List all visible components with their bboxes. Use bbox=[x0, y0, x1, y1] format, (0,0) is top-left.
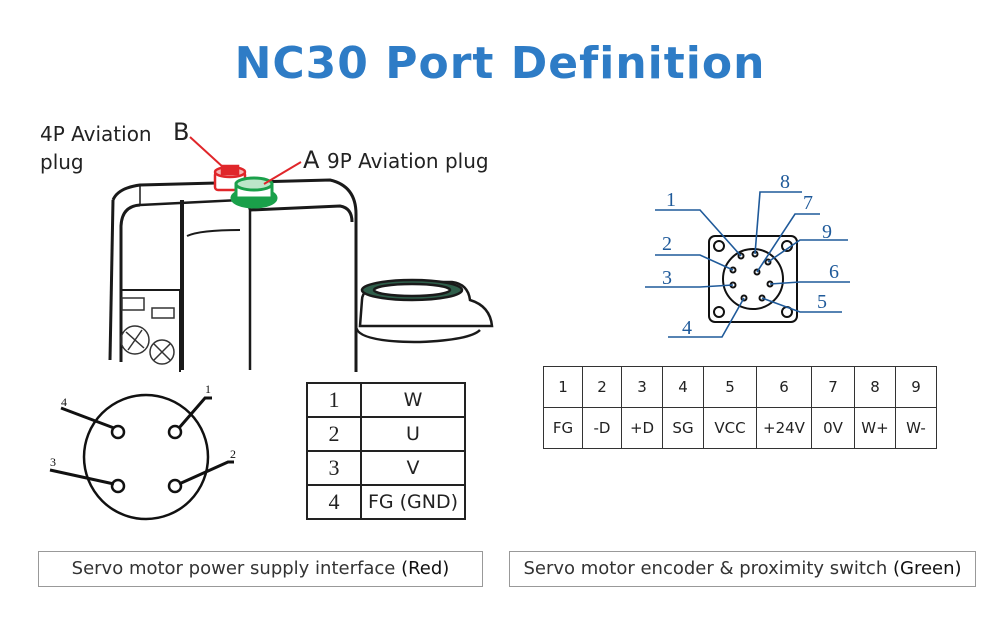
pin-signal: -D bbox=[582, 407, 622, 449]
pin-number: 9 bbox=[895, 366, 937, 408]
encoder-pin-label-9: 9 bbox=[822, 221, 832, 243]
table-row-pins: 1 2 3 4 5 6 7 8 9 bbox=[543, 366, 937, 408]
pin-signal: FG bbox=[543, 407, 583, 449]
knob-details bbox=[120, 297, 175, 365]
servo-body-drawing bbox=[108, 178, 358, 372]
encoder-pin-table: 1 2 3 4 5 6 7 8 9 FG -D +D SG VCC +24V 0… bbox=[543, 366, 937, 449]
pin-number: 6 bbox=[756, 366, 812, 408]
pin-number: 1 bbox=[306, 382, 362, 418]
table-row: 4 FG (GND) bbox=[306, 484, 466, 520]
encoder-leaders bbox=[645, 191, 850, 338]
pin-signal: W bbox=[360, 382, 466, 418]
pin-signal: 0V bbox=[811, 407, 855, 449]
encoder-pin-label-5: 5 bbox=[817, 291, 827, 313]
table-row: 3 V bbox=[306, 450, 466, 486]
table-row: 2 U bbox=[306, 416, 466, 452]
plug-b-label-line2: plug bbox=[40, 150, 84, 174]
encoder-caption-text: Servo motor encoder & proximity switch bbox=[523, 558, 888, 579]
pin-signal: FG (GND) bbox=[360, 484, 466, 520]
plug-a-letter: A bbox=[303, 146, 320, 174]
plug-b-label: 4P Aviation plug bbox=[40, 120, 152, 176]
encoder-pin-label-8: 8 bbox=[780, 171, 790, 193]
encoder-pin-label-1: 1 bbox=[666, 189, 676, 211]
encoder-caption-color: (Green) bbox=[892, 558, 962, 579]
pin-number: 2 bbox=[582, 366, 622, 408]
encoder-connector-face bbox=[708, 235, 798, 323]
pin-signal: W- bbox=[895, 407, 937, 449]
power-caption-text: Servo motor power supply interface bbox=[71, 558, 396, 579]
pin-signal: V bbox=[360, 450, 466, 486]
pin-number: 2 bbox=[306, 416, 362, 452]
pin-number: 4 bbox=[662, 366, 704, 408]
pin-number: 3 bbox=[306, 450, 362, 486]
motor-flange-drawing bbox=[354, 278, 494, 344]
plug-b-leader bbox=[189, 136, 225, 169]
encoder-caption: Servo motor encoder & proximity switch (… bbox=[509, 551, 976, 587]
encoder-pin-label-3: 3 bbox=[662, 267, 672, 289]
green-plug-a bbox=[230, 176, 278, 209]
encoder-pin-label-6: 6 bbox=[829, 261, 839, 283]
power-pin-label-1: 1 bbox=[205, 382, 211, 396]
power-connector-face bbox=[49, 393, 234, 521]
power-pin-label-2: 2 bbox=[230, 447, 236, 461]
plug-b-letter: B bbox=[173, 118, 190, 146]
page-title: NC30 Port Definition bbox=[234, 38, 766, 89]
pin-number: 5 bbox=[703, 366, 757, 408]
power-pin-label-4: 4 bbox=[61, 395, 67, 409]
pin-number: 1 bbox=[543, 366, 583, 408]
power-pin-table: 1 W 2 U 3 V 4 FG (GND) bbox=[306, 382, 466, 520]
table-row: 1 W bbox=[306, 382, 466, 418]
pin-signal: W+ bbox=[854, 407, 896, 449]
pin-number: 3 bbox=[621, 366, 663, 408]
pin-number: 8 bbox=[854, 366, 896, 408]
plug-a-label: 9P Aviation plug bbox=[327, 149, 489, 173]
pin-signal: SG bbox=[662, 407, 704, 449]
pin-signal: +D bbox=[621, 407, 663, 449]
pin-signal: U bbox=[360, 416, 466, 452]
encoder-pin-label-7: 7 bbox=[803, 192, 813, 214]
encoder-pin-label-4: 4 bbox=[682, 317, 692, 339]
power-caption: Servo motor power supply interface (Red) bbox=[38, 551, 483, 587]
pin-number: 4 bbox=[306, 484, 362, 520]
pin-number: 7 bbox=[811, 366, 855, 408]
pin-signal: +24V bbox=[756, 407, 812, 449]
plug-b-label-line1: 4P Aviation bbox=[40, 122, 152, 146]
encoder-pin-label-2: 2 bbox=[662, 233, 672, 255]
power-caption-color: (Red) bbox=[401, 558, 450, 579]
power-pin-label-3: 3 bbox=[50, 455, 56, 469]
plug-a-leader bbox=[263, 161, 302, 185]
pin-signal: VCC bbox=[703, 407, 757, 449]
table-row-signals: FG -D +D SG VCC +24V 0V W+ W- bbox=[543, 407, 937, 449]
